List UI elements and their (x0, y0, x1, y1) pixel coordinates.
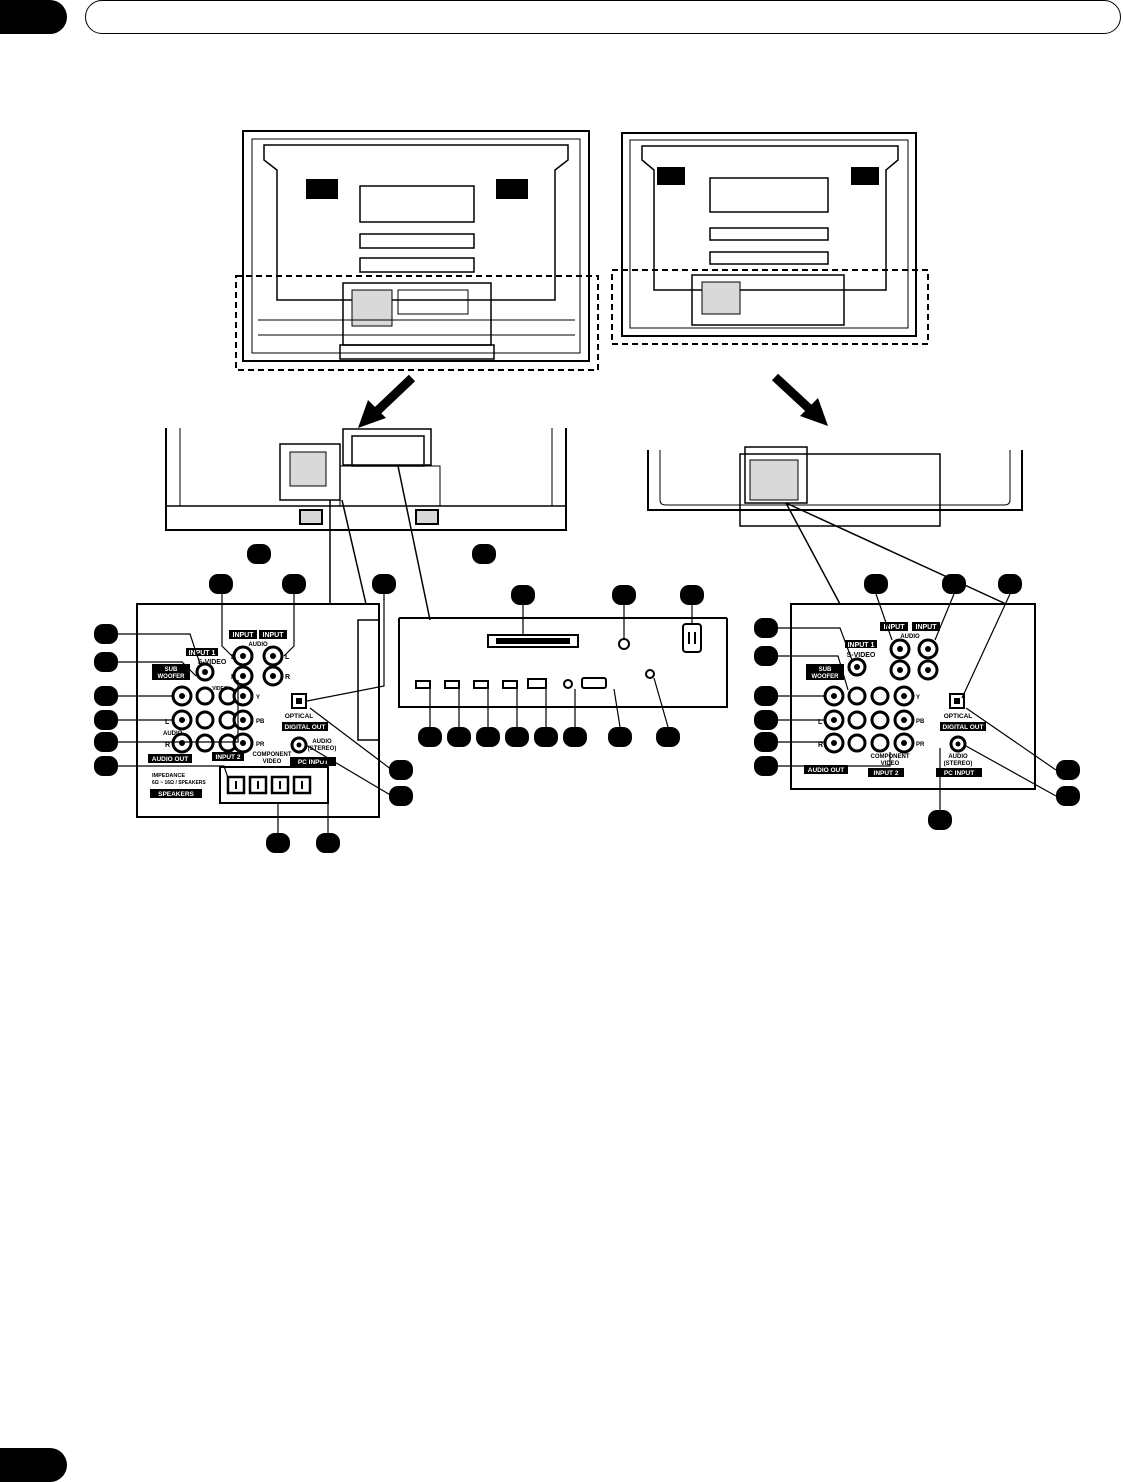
zoom-arrow-left (358, 374, 416, 428)
label-digital-out-s: DIGITAL OUT (943, 724, 984, 731)
label-r-out: R (165, 742, 170, 749)
label-audio-out-small: AUDIO (163, 731, 183, 737)
zoom-panel-frame (744, 446, 808, 504)
headphone-jack (618, 638, 630, 650)
side-terminal-panel (398, 605, 728, 747)
label-input2-s: INPUT 2 (874, 770, 899, 777)
label-optical-s: OPTICAL (944, 713, 973, 720)
label-input-a: INPUT (233, 632, 255, 639)
label-input-s-a: INPUT (884, 624, 906, 631)
label-input2: INPUT 2 (216, 754, 241, 761)
label-input-b: INPUT (263, 632, 285, 639)
label-woofer-s: WOOFER (812, 674, 840, 680)
leader-lines (329, 465, 1007, 621)
label-speakers: SPEAKERS (158, 791, 194, 798)
label-stereo-pc-s: (STEREO) (944, 761, 973, 767)
tv-rear-small (621, 132, 917, 337)
label-s-video: S-VIDEO (198, 659, 227, 666)
ac-inlet (682, 623, 702, 653)
label-audio-s: AUDIO (900, 634, 920, 640)
label-pb-s: PB (916, 719, 925, 725)
callout-markers (209, 544, 1022, 605)
zoomed-small-tv (647, 450, 1023, 527)
label-digital-out: DIGITAL OUT (285, 724, 326, 731)
header-bar (85, 0, 1121, 34)
chapter-tab (0, 0, 67, 34)
label-r-2: R (285, 674, 290, 681)
label-pr-s: PR (916, 742, 925, 748)
label-pc-input: PC INPUT (298, 759, 328, 766)
label-impedance: IMPEDANCE (152, 773, 185, 779)
label-sub-s: SUB (819, 667, 832, 673)
label-y: Y (256, 695, 260, 701)
label-sub: SUB (165, 667, 178, 673)
slot-frame (342, 428, 432, 466)
zoom-frame-large (235, 275, 599, 371)
connector-panel-large: INPUT 1 S-VIDEO INPUT INPUT AUDIO L R L … (94, 594, 413, 853)
zoom-arrow-right (771, 373, 828, 426)
label-pb: PB (256, 719, 265, 725)
label-l-s: L (818, 719, 823, 726)
zoomed-large-tv (165, 428, 567, 531)
label-optical: OPTICAL (285, 713, 314, 720)
label-input-s-b: INPUT (916, 624, 938, 631)
label-comp-video: VIDEO (263, 759, 282, 765)
label-l-1: L (231, 654, 236, 661)
label-pc-input-s: PC INPUT (944, 770, 974, 777)
tv-rear-large (242, 130, 590, 362)
zoom-frame-small (611, 269, 929, 345)
label-y-s: Y (916, 695, 920, 701)
label-s-video-s: S-VIDEO (847, 652, 876, 659)
label-component: COMPONENT (253, 752, 292, 758)
label-audio-top: AUDIO (248, 642, 268, 648)
label-l-out: L (165, 719, 170, 726)
label-pr: PR (256, 742, 265, 748)
label-l-2: L (285, 654, 290, 661)
label-video: VIDEO (212, 686, 228, 692)
label-audio-pc: AUDIO (312, 739, 332, 745)
label-audio-out: AUDIO OUT (152, 756, 189, 763)
label-input1-s: INPUT 1 (848, 642, 875, 649)
label-woofer: WOOFER (158, 674, 186, 680)
connector-panel-small: INPUT 1 S-VIDEO INPUT INPUT AUDIO SUB WO… (754, 593, 1080, 830)
label-r-1: R (231, 674, 236, 681)
label-audio-pc-s: AUDIO (948, 754, 968, 760)
page-number-tab (0, 1448, 67, 1482)
label-audio-out-s: AUDIO OUT (808, 767, 845, 774)
label-input1: INPUT 1 (189, 650, 216, 657)
label-r-s: R (818, 742, 823, 749)
label-stereo-pc: (STEREO) (308, 746, 337, 752)
label-impedance-value: 6Ω ~ 16Ω / SPEAKERS (152, 780, 206, 786)
